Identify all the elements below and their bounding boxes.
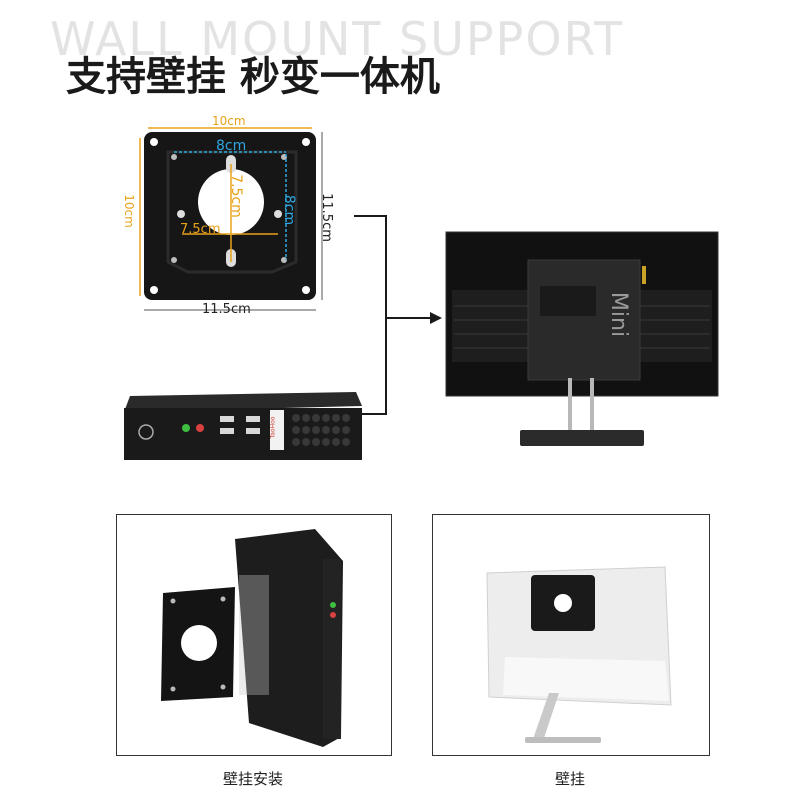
background-watermark-text: WALL MOUNT SUPPORT (50, 12, 625, 66)
mini-label: Mini (606, 291, 632, 338)
caption-right-panel: 壁挂 (554, 770, 585, 788)
brand-label: TaoHoo (269, 416, 277, 439)
caption-left-panel: 壁挂安装 (222, 770, 283, 788)
dim-right-inner-label: 8cm (281, 194, 298, 226)
mini-pc-front: TaoHoo (120, 388, 364, 464)
dim-bottom-outer-label: 11.5cm (202, 302, 251, 317)
monitor-with-mini-pc: Mini (444, 230, 720, 452)
dim-center-horizontal-label: 7.5cm (180, 222, 221, 237)
mount-plate-drawing (139, 127, 323, 311)
dim-top-outer-label: 10cm (212, 114, 246, 128)
mount-plate-diagram: 10cm 8cm 10cm 8cm 7.5cm 7.5cm 11.5cm 11.… (122, 112, 346, 322)
panel-wall-mount (432, 514, 710, 756)
connector-arrow (354, 215, 442, 415)
dim-left-outer-label: 10cm (121, 194, 136, 228)
dim-right-outer-label: 11.5cm (318, 193, 334, 242)
page-title: 支持壁挂 秒变一体机 (66, 54, 440, 100)
dim-top-inner-label: 8cm (216, 138, 247, 154)
wall-mount-drawing (486, 566, 672, 743)
dim-center-vertical-label: 7.5cm (227, 174, 244, 218)
mini-pc-drawing (124, 392, 362, 460)
monitor-drawing (445, 231, 719, 446)
installation-drawing (161, 529, 343, 747)
panel-mount-installation (116, 514, 392, 756)
